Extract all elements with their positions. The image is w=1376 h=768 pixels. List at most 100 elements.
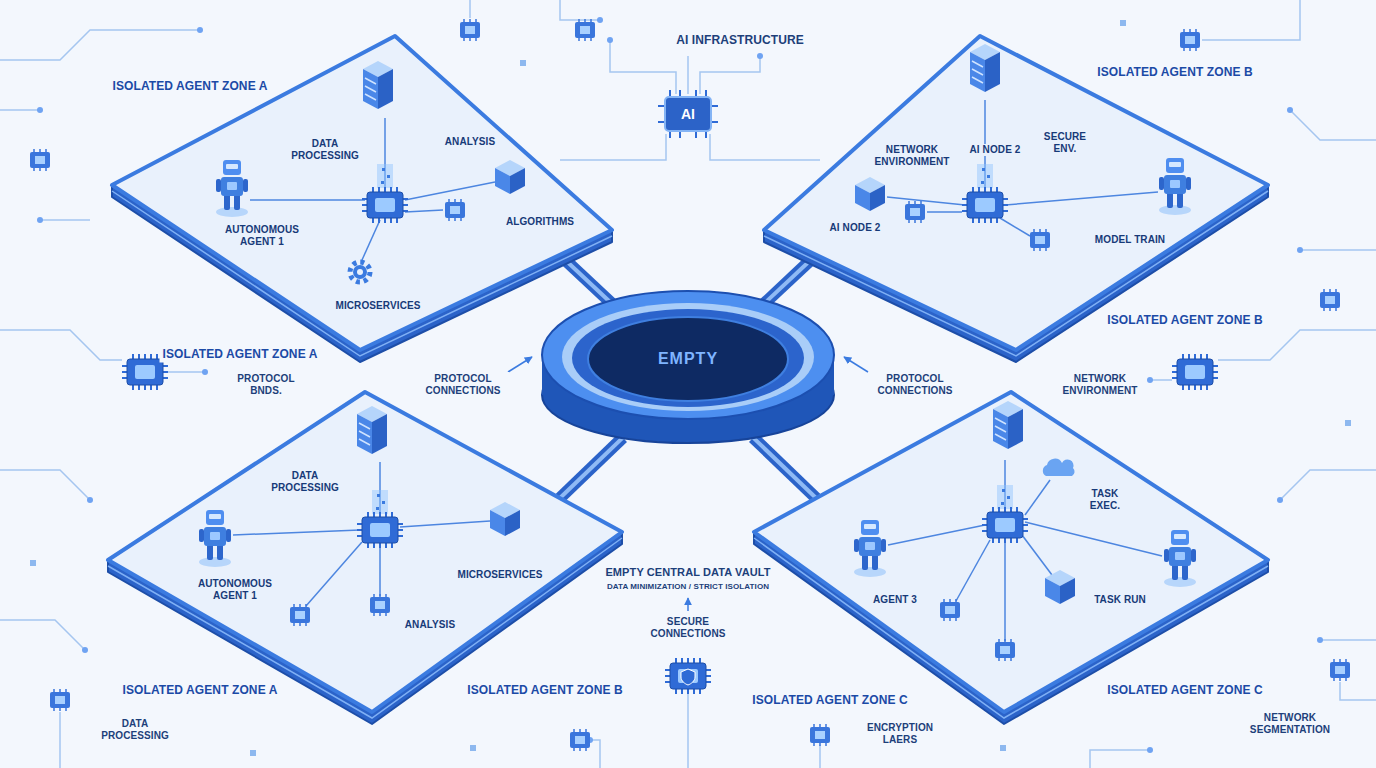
component-label: DATA PROCESSING [285,138,365,162]
circuit-wire [590,740,600,768]
pipe-line [753,438,816,498]
robot-icon [1159,158,1191,215]
zone-wire [405,182,495,200]
circuit-wire [1300,249,1376,251]
chip-part [1000,745,1006,751]
zone-wire [887,197,965,205]
chip-icon [362,187,408,223]
component-label: TASK EXEC. [1081,488,1129,512]
zone-title: ISOLATED AGENT ZONE B [464,682,625,699]
pipe-line [560,438,623,498]
circuit-wire [0,470,90,500]
agent-zone: ISOLATED AGENT ZONE BNETWORK ENVIRONMENT… [764,36,1268,362]
ai-chip-pins [658,90,718,138]
agent-zone: TASK EXEC.AGENT 3TASK RUNISOLATED AGENT … [754,392,1268,724]
circuit-dot [1147,377,1153,383]
circuit-wire [1340,682,1376,700]
circuit-wire [560,0,600,20]
annotation-label: NETWORK SEGMENTATION [1241,711,1339,737]
robot-icon [216,160,248,217]
circuit-dot [1277,497,1283,503]
icon-instance [570,729,590,751]
circuit-dot [597,17,603,23]
vault-label: EMPTY [658,350,718,368]
zone-title: ISOLATED AGENT ZONE B [1094,64,1255,81]
vault-well [588,317,788,401]
chip-part [470,745,476,751]
icon-instance [30,149,50,171]
ai-chip: AI [664,96,712,132]
zone-title: ISOLATED AGENT ZONE A [110,78,271,95]
zone-wire [1025,522,1162,556]
chips-icon [1030,229,1050,251]
circuit-wire [819,745,821,768]
zone-wire [927,211,962,213]
circuit-dot [1287,107,1293,113]
circuit-wire [1090,750,1150,768]
component-label: AGENT 3 [871,594,919,606]
circuit-dot [607,37,613,43]
chip-part [520,60,526,66]
zone-title: ISOLATED AGENT ZONE C [749,692,910,709]
zone-wire [1005,192,1158,205]
zone-drawing [754,392,1268,724]
outer-chips [30,19,1350,751]
icon-instance [1172,354,1218,390]
circuit-wire [1320,639,1376,641]
shield-symbol [681,669,695,685]
circuit-dot [1317,637,1323,643]
annotation-label: EMPTY CENTRAL DATA VAULT [602,565,773,580]
circuit-wire [0,30,200,60]
circuit-wire [0,330,122,360]
zone-wire [405,210,443,212]
zone-wire [400,521,490,527]
robot-icon [854,520,886,577]
circuit-wire [560,134,666,160]
vault-ring [572,309,804,407]
chip-part [250,750,256,756]
component-label: DATA PROCESSING [265,470,345,494]
zone-wire [1000,218,1030,236]
component-label: MODEL TRAIN [1093,234,1167,246]
circuit-dot [1147,747,1153,753]
annotation-label: DATA PROCESSING [94,717,176,743]
icon-instance [1330,659,1350,681]
chips-icon [370,594,390,616]
robot-icon [1164,530,1196,587]
circuit-dots [37,17,1323,753]
beam-icon [977,164,993,188]
cube-icon [490,502,520,536]
component-label: TASK RUN [1092,594,1148,606]
chip-icon [982,507,1028,543]
zone-wire [379,545,381,596]
circuit-wire [687,56,689,94]
cube-icon [1045,570,1075,604]
circuit-dot [197,27,203,33]
component-label: MICROSERVICES [333,300,422,312]
cube-icon [855,177,885,211]
circuit-wire [1280,470,1376,500]
chip-icon [962,187,1008,223]
component-label: ANALYSIS [403,619,457,631]
icon-instance [810,724,830,746]
icon-instance [575,19,595,41]
beam-icon [997,485,1013,509]
circuit-wire [40,219,90,221]
icon-instance [460,19,480,41]
agent-zone: DATA PROCESSINGAUTONOMOUS AGENT 1MICROSE… [108,392,622,724]
zone-wire [233,530,360,535]
circuit-wire [1150,379,1172,381]
zone-wire [1004,540,1006,641]
zone-drawing [108,392,622,724]
circuit-wire [710,134,820,160]
data-vault: EMPTY [540,285,836,445]
zone-wire [956,540,990,601]
zone-title: ISOLATED AGENT ZONE A [120,682,281,699]
zone-wire [888,525,985,545]
component-label: AI NODE 2 [968,144,1023,156]
annotation-label: DATA MINIMIZATION / STRICT ISOLATION [604,581,772,593]
zone-face [764,36,1268,350]
